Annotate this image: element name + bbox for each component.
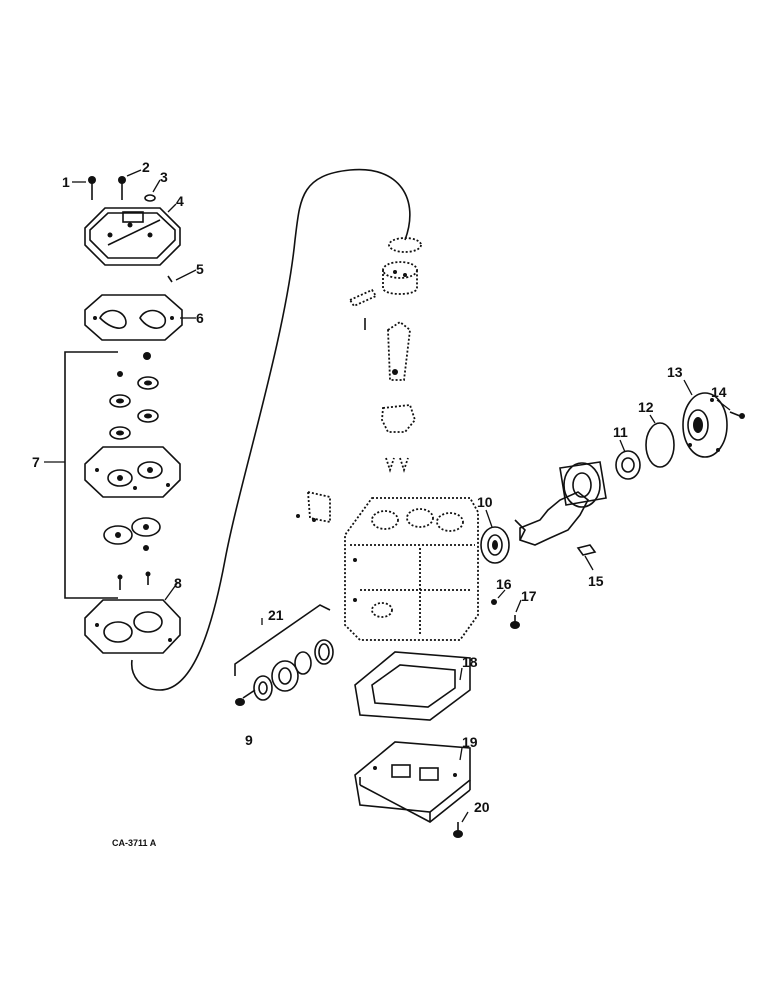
callout-4: 4 xyxy=(176,193,184,209)
piston-group xyxy=(348,237,422,473)
callout-5: 5 xyxy=(196,261,204,277)
callout-18: 18 xyxy=(462,654,478,670)
seal-plate-part-13 xyxy=(682,392,728,458)
crankshaft xyxy=(514,461,607,546)
bearing-part-10 xyxy=(480,526,510,564)
callout-10: 10 xyxy=(477,494,493,510)
connector-line xyxy=(131,168,411,691)
callout-16: 16 xyxy=(496,576,512,592)
cylinder-head-part-4 xyxy=(84,207,181,266)
callout-1: 1 xyxy=(62,174,70,190)
leader-lines xyxy=(44,169,731,823)
callout-2: 2 xyxy=(142,159,150,175)
reed-bracket xyxy=(296,490,331,524)
callout-21: 21 xyxy=(268,607,284,623)
callout-3: 3 xyxy=(160,169,168,185)
bottom-plate-part-19 xyxy=(354,741,471,823)
drawing-code: CA-3711 A xyxy=(112,838,157,848)
callout-6: 6 xyxy=(196,310,204,326)
callout-14: 14 xyxy=(711,384,727,400)
callout-20: 20 xyxy=(474,799,490,815)
crankcase-block xyxy=(344,497,479,641)
callout-17: 17 xyxy=(521,588,537,604)
bolt-part-17 xyxy=(510,615,520,629)
gasket-part-18 xyxy=(354,651,471,721)
callout-13: 13 xyxy=(667,364,683,380)
callout-7: 7 xyxy=(32,454,40,470)
seal-group-part-21 xyxy=(234,604,334,701)
gasket-part-6 xyxy=(84,294,183,341)
gasket-part-8 xyxy=(84,599,181,654)
bolt-part-2 xyxy=(118,176,126,200)
bolt-part-14 xyxy=(729,411,745,419)
valve-assembly-part-7 xyxy=(84,352,181,590)
bolt-part-9 xyxy=(235,689,256,706)
bolt-part-1 xyxy=(88,176,96,200)
bracket-part-7 xyxy=(64,351,118,599)
pin-part-5 xyxy=(167,275,173,283)
bolt-part-20 xyxy=(453,822,463,838)
key-part-15 xyxy=(576,544,597,556)
callout-11: 11 xyxy=(613,424,628,440)
plug-part-16 xyxy=(491,599,497,605)
bearing-part-11 xyxy=(615,450,641,480)
callout-8: 8 xyxy=(174,575,182,591)
washer-part-3 xyxy=(144,194,156,202)
o-ring-part-12 xyxy=(645,422,675,468)
callout-15: 15 xyxy=(588,573,604,589)
callout-labels: 1 2 3 4 5 6 7 8 9 10 11 12 13 14 15 16 1… xyxy=(32,159,727,848)
callout-19: 19 xyxy=(462,734,478,750)
callout-9: 9 xyxy=(245,732,253,748)
callout-12: 12 xyxy=(638,399,654,415)
